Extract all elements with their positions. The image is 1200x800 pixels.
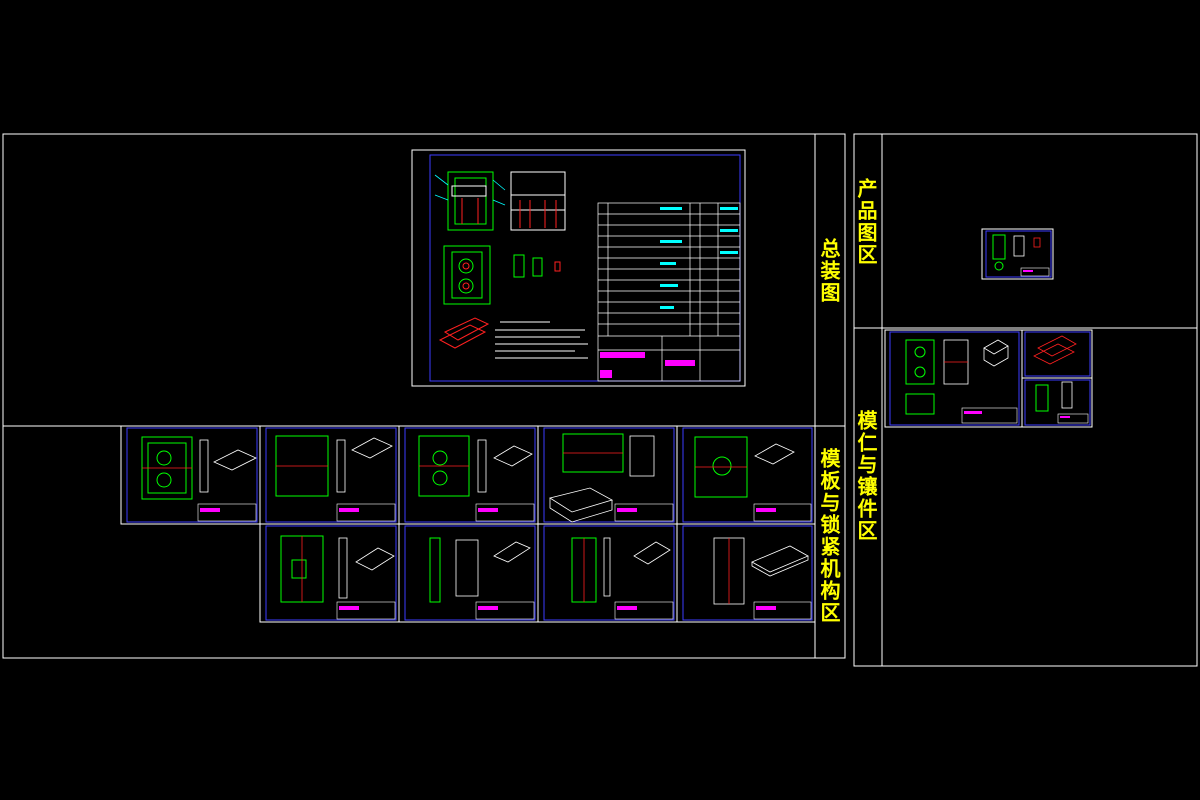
zone-label-product: 产品图区 [854, 178, 878, 266]
assembly-drawing-sheet [411, 149, 746, 387]
zone-label-assembly: 总装图 [817, 238, 841, 304]
product-drawing-sheet [981, 228, 1054, 280]
plate-sheets-row-2 [259, 523, 816, 623]
core-insert-sheets [884, 329, 1093, 428]
zone-label-core-insert: 模仁与镶件区 [854, 410, 878, 542]
zone-label-plates: 模板与锁紧机构区 [817, 448, 841, 624]
